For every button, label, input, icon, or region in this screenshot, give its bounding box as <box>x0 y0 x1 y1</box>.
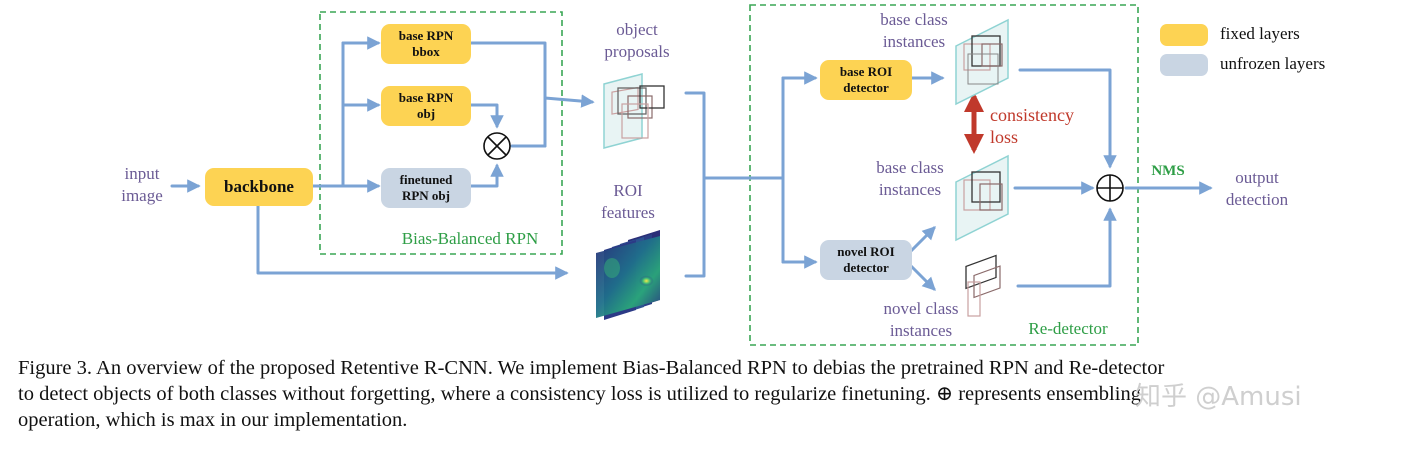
arrow-to-proposals <box>543 94 595 108</box>
caption-line-2: to detect objects of both classes withou… <box>18 383 1141 405</box>
caption-line-3: operation, which is max in our implement… <box>18 409 408 431</box>
arrow-novel-roi-base-instances <box>908 226 936 254</box>
arrow-finetuned-otimes <box>468 163 504 188</box>
watermark: 知乎 @Amusi <box>1135 382 1302 412</box>
legend-unfrozen-swatch <box>1160 54 1208 76</box>
figure-caption: Figure 3. An overview of the proposed Re… <box>18 355 1418 433</box>
roi-features-icon <box>596 230 660 320</box>
arrow-features-junction <box>684 176 706 278</box>
re-detector-title: Re-detector <box>1028 319 1108 338</box>
arrow-bbox-merge <box>468 41 547 148</box>
base-instances-mid-icon <box>955 154 1009 242</box>
arrow-top-oplus <box>1018 68 1117 169</box>
arrow-backbone-roi <box>256 204 569 280</box>
legend-fixed-label: fixed layers <box>1220 24 1300 43</box>
legend-fixed-swatch <box>1160 24 1208 46</box>
arrow-base-obj-otimes <box>468 103 504 129</box>
arrow-novel-roi-novel-instances <box>908 263 936 291</box>
ensemble-otimes-icon <box>483 132 511 160</box>
arrow-proposals-junction <box>684 91 706 180</box>
re-detector-region <box>749 4 1139 346</box>
ensemble-oplus-icon <box>1096 174 1124 202</box>
backbone-label: backbone <box>224 177 294 196</box>
bias-balanced-rpn-region <box>319 11 563 255</box>
novel-instances-icon <box>965 254 1001 317</box>
legend-unfrozen-label: unfrozen layers <box>1220 54 1326 73</box>
object-proposals-icon <box>603 73 665 149</box>
caption-line-1: Figure 3. An overview of the proposed Re… <box>18 357 1165 379</box>
arrow-bottom-oplus <box>1016 207 1117 288</box>
nms-label: NMS <box>1151 163 1185 179</box>
base-instances-top-icon <box>955 18 1009 106</box>
backbone-box: backbone <box>205 168 313 206</box>
bias-balanced-rpn-title: Bias-Balanced RPN <box>401 229 539 248</box>
